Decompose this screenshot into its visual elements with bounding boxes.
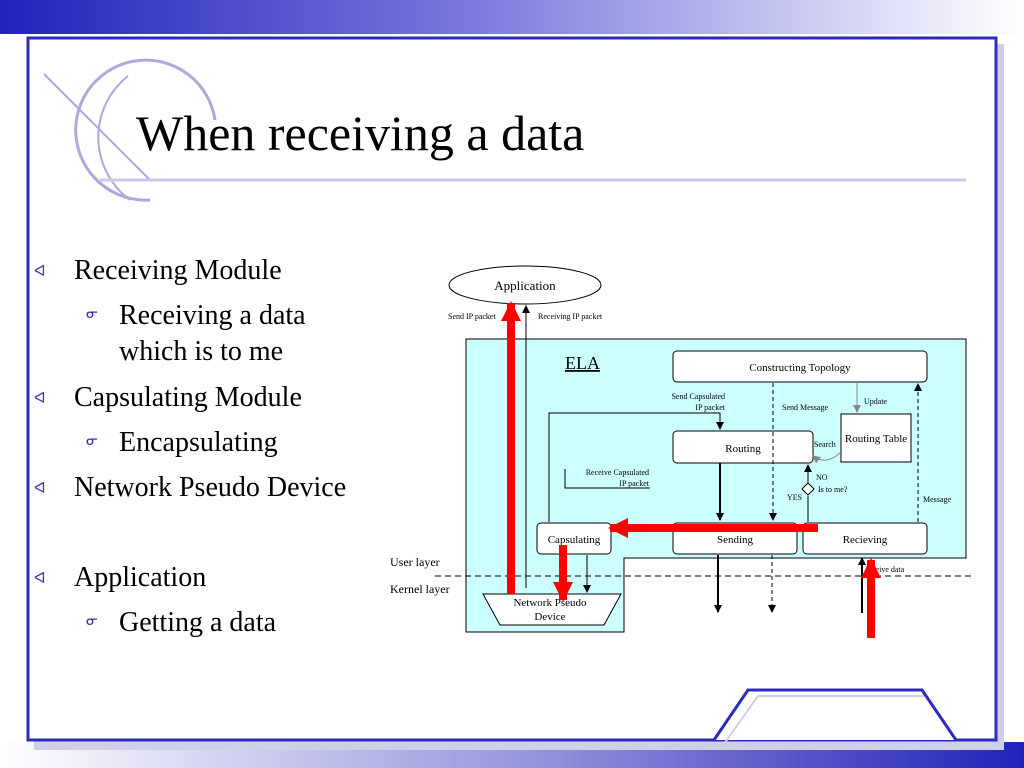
receiving-ip-packet-label: Receiving IP packet xyxy=(538,312,603,321)
send-capsulated-label-2: IP packet xyxy=(695,403,725,412)
send-capsulated-label-1: Send Capsulated xyxy=(671,392,725,401)
recieving-box xyxy=(802,522,928,555)
ela-label: ELA xyxy=(565,353,600,373)
application-label: Application xyxy=(494,278,556,293)
yes-label: YES xyxy=(787,493,802,502)
sub-bullet-marker-icon: ᓂ xyxy=(86,613,98,629)
decision-diamond xyxy=(801,482,815,496)
npd-label-1: Network Pseudo xyxy=(513,597,587,609)
routing-table-label: Routing Table xyxy=(845,433,907,445)
ela-region xyxy=(465,338,967,633)
send-capsulated-path xyxy=(548,412,724,522)
slide-title: When receiving a data xyxy=(136,105,585,161)
capsulating-label: Capsulating xyxy=(548,534,601,546)
application-node xyxy=(448,265,602,305)
constructing-topology-label: Constructing Topology xyxy=(749,362,851,374)
capsulating-box xyxy=(536,522,612,555)
search-label: Search xyxy=(814,440,836,449)
receive-data-label: ceive data xyxy=(872,565,905,574)
bullet-network-pseudo-device: Network Pseudo Device xyxy=(74,472,347,503)
routing-box xyxy=(672,430,814,464)
kernel-layer-label: Kernel layer xyxy=(390,582,450,596)
npd-label-2: Device xyxy=(534,611,565,623)
is-to-me-label: Is to me? xyxy=(818,485,848,494)
send-message-label: Send Message xyxy=(782,403,828,412)
sub-bullet-marker-icon: ᓂ xyxy=(86,306,98,322)
send-ip-packet-label: Send IP packet xyxy=(448,312,496,321)
search-line xyxy=(812,451,842,464)
sending-label: Sending xyxy=(717,534,754,546)
routing-table-box xyxy=(840,413,912,463)
message-label: Message xyxy=(923,495,951,504)
bullet-receiving-module: Receiving Module xyxy=(74,255,282,286)
network-pseudo-device-box xyxy=(482,593,622,626)
bullet-marker-icon: ᐊ xyxy=(34,479,46,497)
receive-capsulated-line xyxy=(564,469,650,489)
bullet-application: Application xyxy=(74,562,207,593)
sub-bullet-receiving-data: Receiving a data xyxy=(119,300,306,331)
update-label: Update xyxy=(864,397,888,406)
no-label: NO xyxy=(816,473,828,482)
routing-label: Routing xyxy=(725,443,761,455)
recieving-label: Recieving xyxy=(843,534,888,546)
sub-bullet-getting-data: Getting a data xyxy=(119,607,277,638)
sub-bullet-encapsulating: Encapsulating xyxy=(119,427,278,458)
bullet-marker-icon: ᐊ xyxy=(34,389,46,407)
user-layer-label: User layer xyxy=(390,555,440,569)
bullet-capsulating-module: Capsulating Module xyxy=(74,382,302,413)
sub-bullet-marker-icon: ᓂ xyxy=(86,433,98,449)
receive-capsulated-label-1: Receive Capsulated xyxy=(586,468,649,477)
sub-bullet-receiving-data-cont: which is to me xyxy=(119,336,284,367)
constructing-topology-box xyxy=(672,350,928,383)
bullet-marker-icon: ᐊ xyxy=(34,262,46,280)
bullet-marker-icon: ᐊ xyxy=(34,569,46,587)
receive-capsulated-label-2: IP packet xyxy=(619,479,649,488)
